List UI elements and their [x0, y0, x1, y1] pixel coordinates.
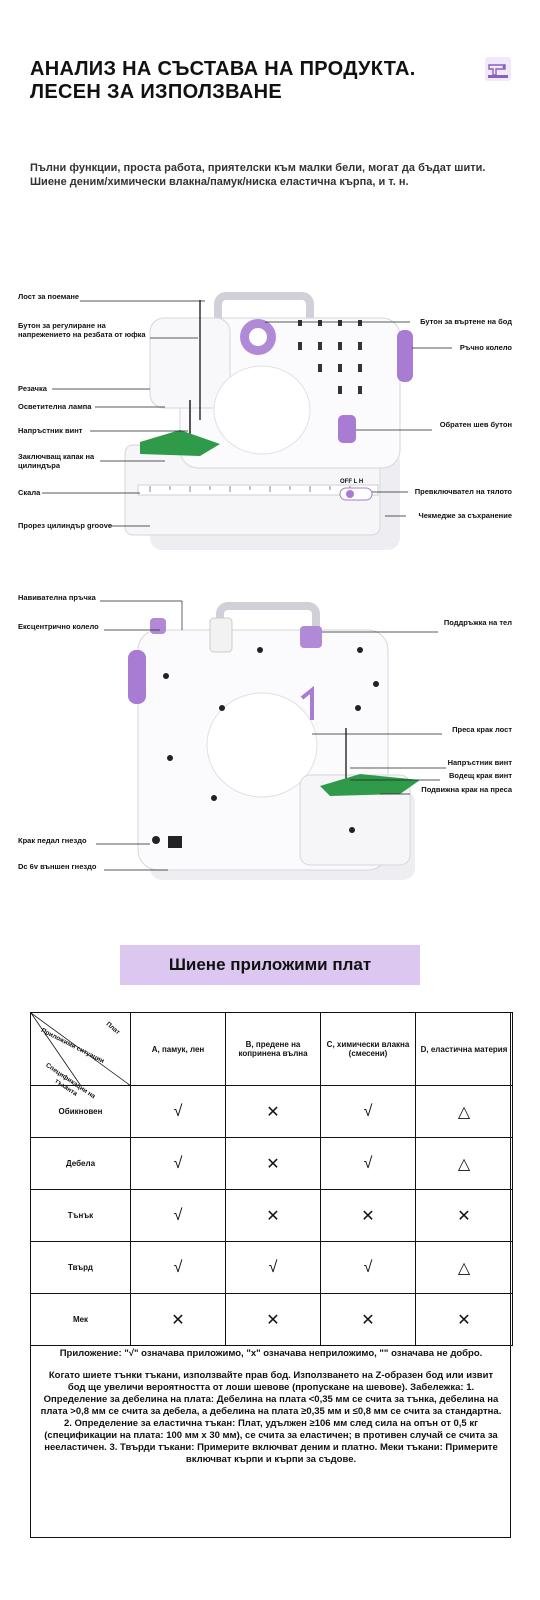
front-machine-illustration — [42, 292, 452, 550]
back-view-figure: Навивателна пръчка Ексцентрично колело К… — [0, 590, 540, 910]
table-cell: ✕ — [225, 1137, 321, 1190]
row-label: Тънък — [30, 1189, 131, 1242]
table-cell: √ — [130, 1189, 226, 1242]
subtitle: Пълни функции, проста работа, приятелски… — [30, 161, 520, 189]
label-hand-wheel: Ръчно колело — [459, 343, 512, 352]
label-reverse-button: Обратен шев бутон — [439, 420, 512, 429]
label-cylinder-cover-1: Заключващ капак на — [18, 452, 95, 461]
label-storage-drawer: Чекмедже за съхранение — [418, 511, 512, 520]
table-cell: ✕ — [415, 1293, 513, 1346]
column-header: C, химически влакна (смесени) — [320, 1012, 416, 1086]
label-lamp: Осветителна лампа — [18, 402, 92, 411]
table-cell: △ — [415, 1241, 513, 1294]
label-take-up-lever: Лост за поемане — [18, 292, 80, 301]
row-label: Мек — [30, 1293, 131, 1346]
legend-note: Приложение: "√" означава приложимо, "x" … — [59, 1348, 483, 1359]
row-label: Твърд — [30, 1241, 131, 1294]
table-cell: △ — [415, 1137, 513, 1190]
table-row: Обикновен √ ✕ √ △ — [30, 1085, 513, 1138]
fabric-banner: Шиене приложими плат — [120, 945, 420, 985]
table-cell: ✕ — [130, 1293, 226, 1346]
back-machine-illustration — [96, 600, 446, 880]
table-cell: ✕ — [320, 1189, 416, 1242]
label-presser-foot: Подвижна крак на преса — [421, 785, 512, 794]
corner-diagonals — [31, 1013, 131, 1086]
label-guide-screw: Водещ крак винт — [448, 771, 512, 780]
column-header: A, памук, лен — [130, 1012, 226, 1086]
column-header: B, предене на копринена вълна — [225, 1012, 321, 1086]
table-cell: ✕ — [320, 1293, 416, 1346]
label-foot-pedal-socket: Крак педал гнездо — [18, 836, 87, 845]
subtitle-line-2: Шиене деним/химически влакна/памук/ниска… — [30, 176, 409, 188]
label-scale: Скала — [18, 488, 41, 497]
label-cylinder-cover-2: цилиндъра — [18, 461, 61, 470]
title-line-1: АНАЛИЗ НА СЪСТАВА НА ПРОДУКТА. — [30, 58, 416, 80]
sewing-machine-icon — [485, 57, 511, 81]
label-tension-knob-1: Бутон за регулиране на — [18, 321, 106, 330]
subtitle-line-1: Пълни функции, проста работа, приятелски… — [30, 162, 486, 174]
label-winder-shaft: Навивателна пръчка — [18, 593, 96, 602]
table-corner: Плат Приложими ситуации Спецификации на … — [30, 1012, 131, 1100]
switch-positions: OFF L H — [340, 479, 364, 485]
table-cell: ✕ — [225, 1085, 321, 1138]
table-cell: √ — [320, 1137, 416, 1190]
table-cell: ✕ — [415, 1189, 513, 1242]
label-cutter: Резачка — [18, 384, 47, 393]
table-cell: △ — [415, 1085, 513, 1138]
page-title: АНАЛИЗ НА СЪСТАВА НА ПРОДУКТА. ЛЕСЕН ЗА … — [30, 58, 470, 104]
table-cell: √ — [320, 1241, 416, 1294]
label-tension-knob-2: напрежението на резбата от юфка — [18, 330, 146, 339]
label-presser-lever: Преса крак лост — [452, 725, 512, 734]
fabric-table: Плат Приложими ситуации Спецификации на … — [30, 1012, 513, 1346]
label-needle-screw-back: Напръстник винт — [447, 758, 512, 767]
table-cell: √ — [130, 1137, 226, 1190]
table-row: Мек ✕ ✕ ✕ ✕ — [30, 1293, 513, 1346]
front-view-figure: Лост за поемане Бутон за регулиране на н… — [0, 270, 540, 570]
table-cell: √ — [320, 1085, 416, 1138]
row-label: Дебела — [30, 1137, 131, 1190]
column-header: D, еластична материя — [415, 1012, 513, 1086]
table-row: Дебела √ ✕ √ △ — [30, 1137, 513, 1190]
label-needle-screw: Напръстник винт — [18, 426, 83, 435]
label-cylinder-groove: Прорез цилиндър groove — [18, 521, 113, 530]
label-body-switch: Превключвател на тялото — [414, 487, 512, 496]
table-cell: ✕ — [225, 1189, 321, 1242]
detail-note: Когато шиете тънки тъкани, използвайте п… — [40, 1370, 502, 1465]
label-eccentric-wheel: Ексцентрично колело — [18, 622, 99, 631]
table-cell: √ — [225, 1241, 321, 1294]
label-dc-socket: Dc 6v външен гнездо — [18, 862, 97, 871]
table-cell: √ — [130, 1241, 226, 1294]
title-line-2: ЛЕСЕН ЗА ИЗПОЛЗВАНЕ — [30, 81, 282, 103]
table-header-row: Плат Приложими ситуации Спецификации на … — [30, 1012, 513, 1100]
label-stitch-knob: Бутон за въртене на бод — [420, 317, 512, 326]
table-cell: ✕ — [225, 1293, 321, 1346]
fabric-table-box: Плат Приложими ситуации Спецификации на … — [30, 1012, 513, 1538]
label-thread-holder: Поддръжка на тел — [443, 618, 512, 627]
table-row: Тънък √ ✕ ✕ ✕ — [30, 1189, 513, 1242]
table-row: Твърд √ √ √ △ — [30, 1241, 513, 1294]
table-cell: √ — [130, 1085, 226, 1138]
